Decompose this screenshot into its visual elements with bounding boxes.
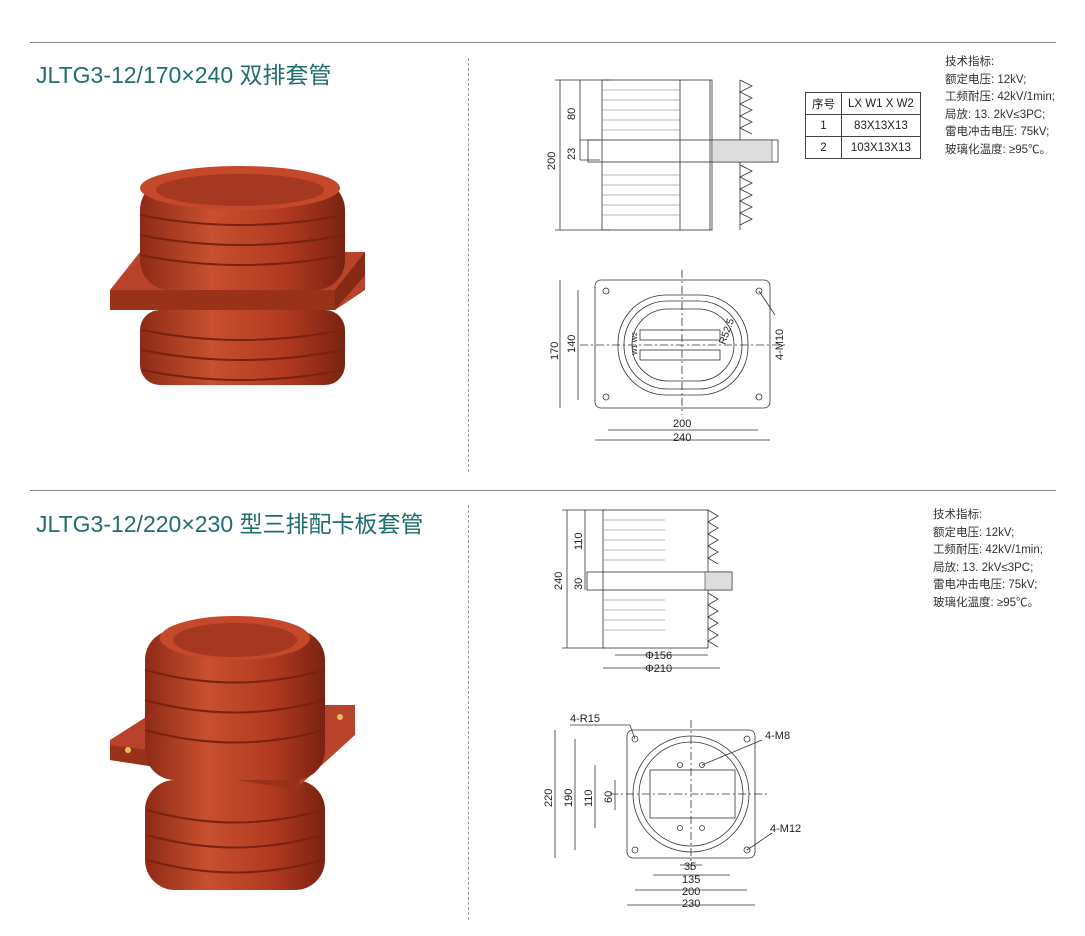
dim-outer-width: 240 <box>673 432 691 444</box>
table-cell: 2 <box>805 136 842 159</box>
dim-width-135: 135 <box>682 874 700 886</box>
spec-line: 玻璃化温度: ≥95℃。 <box>933 596 1039 609</box>
table-cell: 1 <box>805 114 842 137</box>
spec-line: 玻璃化温度: ≥95℃。 <box>945 143 1051 156</box>
plan-view-drawing-2: 4-R15 4-M8 4-M12 220 190 110 60 35 135 2… <box>543 713 801 910</box>
divider-middle <box>30 490 1056 491</box>
side-view-drawing-2: 240 110 30 Φ156 Φ210 <box>553 509 733 675</box>
spec-line: 额定电压: 12kV; <box>933 526 1015 539</box>
dim-inner-height: 140 <box>566 335 578 353</box>
spec-line: 雷电冲击电压: 75kV; <box>945 126 1050 138</box>
dim-width-230: 230 <box>682 898 700 910</box>
technical-specs: 技术指标: 额定电压: 12kV; 工频耐压: 42kV/1min; 局放: 1… <box>933 507 1043 612</box>
dim-flange-thickness: 30 <box>573 578 585 590</box>
dim-inner-diameter: Φ156 <box>645 650 672 662</box>
spec-line: 工频耐压: 42kV/1min; <box>933 544 1043 556</box>
technical-specs: 技术指标: 额定电压: 12kV; 工频耐压: 42kV/1min; 局放: 1… <box>945 54 1055 159</box>
dim-total-height: 200 <box>546 152 558 170</box>
spec-line: 额定电压: 12kV; <box>945 73 1027 86</box>
dim-upper-height: 80 <box>566 108 578 120</box>
dim-upper-height: 110 <box>573 532 585 550</box>
plan-view-drawing-1: 170 140 200 240 R52.5 4-M10 W1 W2 <box>549 270 786 444</box>
product-image-three-row-bushing <box>110 616 355 890</box>
product-image-double-row-bushing <box>110 166 365 385</box>
dim-outer-height: 220 <box>543 789 555 807</box>
table-header: LX W1 X W2 <box>841 92 921 115</box>
dim-total-height: 240 <box>553 572 565 590</box>
dim-height-60: 60 <box>603 791 615 803</box>
side-view-drawing-1: 200 80 23 <box>546 79 779 231</box>
section-title: JLTG3-12/170×240 双排套管 <box>36 62 332 88</box>
bolt-m8: 4-M8 <box>765 730 790 742</box>
table-cell: 83X13X13 <box>841 114 921 137</box>
corner-radius: 4-R15 <box>570 713 600 725</box>
dim-width-200: 200 <box>682 886 700 898</box>
table-header: 序号 <box>805 92 842 115</box>
spec-line: 技术指标: <box>945 56 995 68</box>
column-divider <box>468 58 469 472</box>
dim-flange-thickness: 23 <box>566 148 578 160</box>
column-divider <box>468 505 469 920</box>
spec-line: 局放: 13. 2kV≤3PC; <box>933 561 1034 574</box>
spec-line: 雷电冲击电压: 75kV; <box>933 579 1038 591</box>
divider-top <box>30 42 1056 43</box>
dim-outer-diameter: Φ210 <box>645 663 672 675</box>
slot-label: W1 W2 <box>632 332 639 355</box>
bolt-m12: 4-M12 <box>770 823 801 835</box>
section-title: JLTG3-12/220×230 型三排配卡板套管 <box>36 511 424 537</box>
spec-line: 工频耐压: 42kV/1min; <box>945 91 1055 103</box>
dim-height-190: 190 <box>563 789 575 807</box>
dim-width-35: 35 <box>684 861 696 873</box>
bolt-spec: 4-M10 <box>774 329 786 360</box>
dim-inner-width: 200 <box>673 418 691 430</box>
dim-outer-height: 170 <box>549 342 561 360</box>
dim-height-110: 110 <box>583 789 595 807</box>
spec-line: 局放: 13. 2kV≤3PC; <box>945 108 1046 121</box>
spec-line: 技术指标: <box>933 509 983 521</box>
table-cell: 103X13X13 <box>841 136 921 159</box>
